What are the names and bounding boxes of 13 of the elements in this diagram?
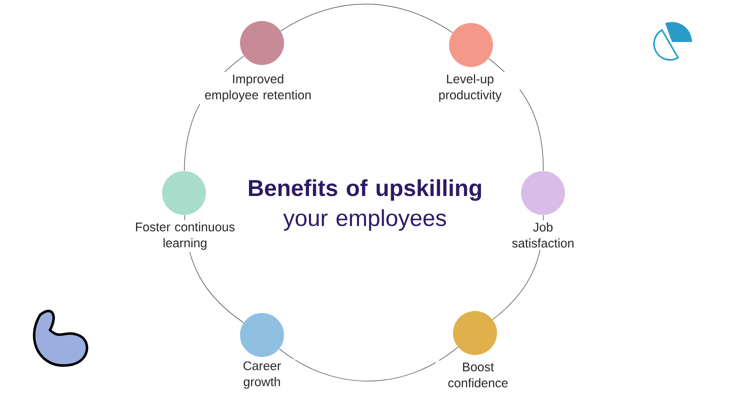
ring-arc — [184, 56, 244, 172]
ring-arc — [488, 58, 544, 172]
ring-arc — [184, 214, 244, 323]
node-label: Job satisfaction — [512, 222, 574, 248]
node-label: Career growth — [244, 361, 281, 389]
ring-arc — [279, 346, 458, 382]
node-label: Boost confidence — [448, 362, 508, 388]
node-label: Improved employee retention — [205, 74, 311, 102]
ring-arc — [492, 214, 544, 320]
node-label: Level-up productivity — [439, 74, 502, 102]
node-label: Foster continuous learning — [136, 222, 235, 250]
ring-arc — [280, 4, 453, 33]
title: Benefits of upskilling your employees — [248, 179, 482, 231]
